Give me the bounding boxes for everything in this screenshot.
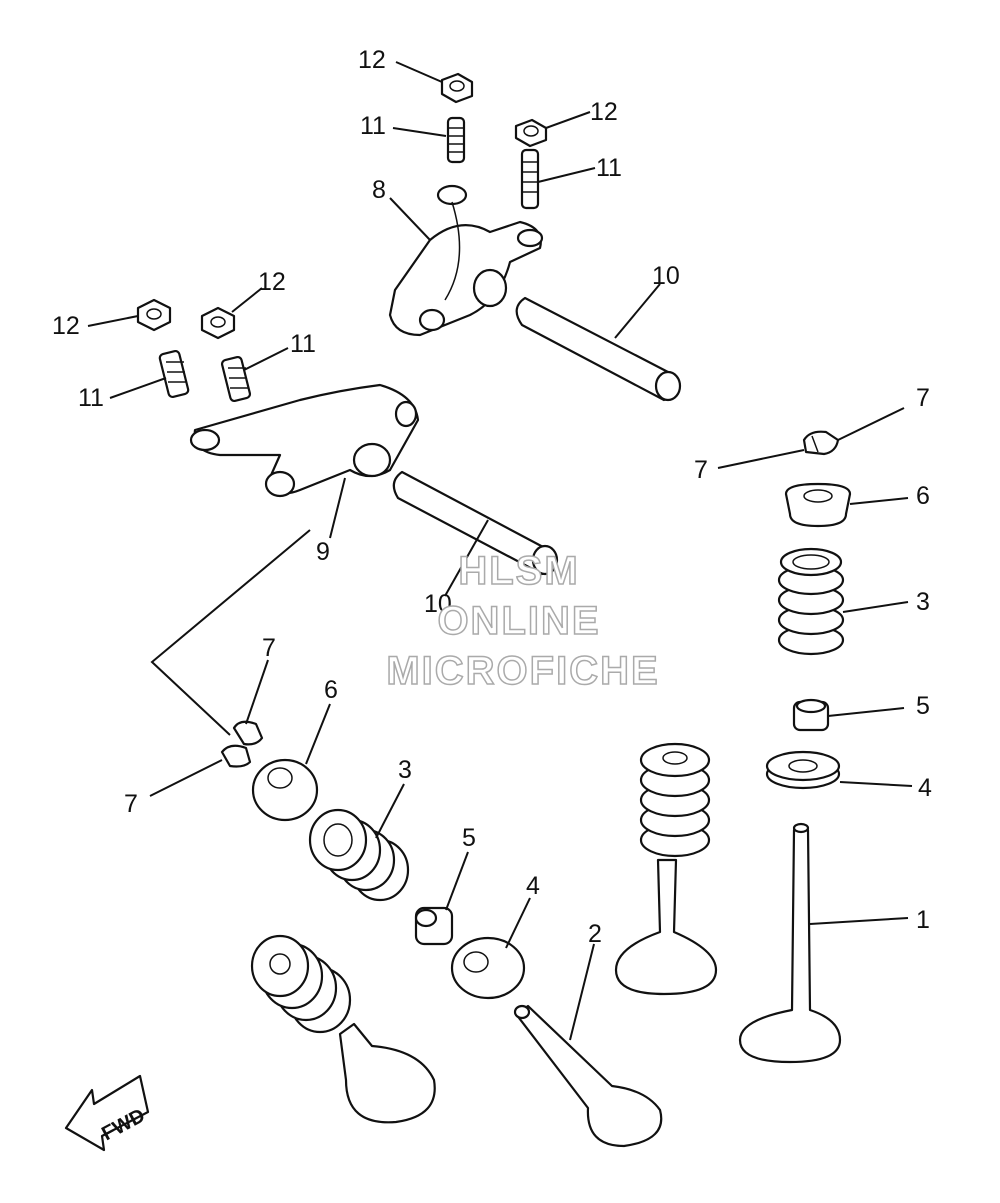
callout-7-right-lower: 7 xyxy=(694,456,708,484)
spring-seat-right xyxy=(765,750,841,790)
callout-6-lower: 6 xyxy=(324,676,338,704)
intake-valve-right xyxy=(738,822,842,1064)
callout-10-upper: 10 xyxy=(652,262,680,290)
locknut-lower-right xyxy=(200,306,236,340)
exhaust-valve-assembly-lower xyxy=(250,934,436,1124)
callout-4-right: 4 xyxy=(918,774,932,802)
watermark-line-3: MICROFICHE xyxy=(386,649,659,693)
callout-6-right: 6 xyxy=(916,482,930,510)
spring-retainer-lower xyxy=(251,758,319,822)
callout-5-right: 5 xyxy=(916,692,930,720)
adjuster-screw-upper-left xyxy=(446,116,466,164)
exhaust-valve-assembly-right xyxy=(614,742,718,996)
rocker-shaft-lower xyxy=(392,470,559,576)
locknut-upper-left xyxy=(440,72,474,104)
callout-labels: 12 11 8 12 11 10 12 12 11 11 9 10 7 7 6 … xyxy=(52,46,932,948)
callout-11-lower-right: 11 xyxy=(290,330,316,358)
rocker-arm-upper xyxy=(388,184,544,337)
valve-stem-seal-right xyxy=(792,698,830,732)
callout-11-lower-left: 11 xyxy=(78,384,104,412)
adjuster-screw-lower-left xyxy=(158,349,190,399)
callout-8: 8 xyxy=(372,176,386,204)
callout-3-right: 3 xyxy=(916,588,930,616)
callout-11-upper-right: 11 xyxy=(596,154,622,182)
callout-3-lower: 3 xyxy=(398,756,412,784)
valve-spring-right xyxy=(777,547,845,656)
spring-seat-lower xyxy=(450,936,526,1000)
callout-7-right-upper: 7 xyxy=(916,384,930,412)
callout-2: 2 xyxy=(588,920,602,948)
callout-7-lower-upper: 7 xyxy=(262,634,276,662)
watermark-line-2: ONLINE xyxy=(437,599,600,643)
watermark-line-1: HLSM xyxy=(458,549,579,593)
callout-11-upper-left: 11 xyxy=(360,112,386,140)
callout-5-lower: 5 xyxy=(462,824,476,852)
callout-12-upper-left: 12 xyxy=(358,46,386,74)
valve-cotter-lower-upper xyxy=(232,720,264,746)
forward-direction-indicator: FWD xyxy=(64,1074,150,1152)
valve-spring-lower xyxy=(308,808,410,902)
callout-9: 9 xyxy=(316,538,330,566)
assembly-guide-line xyxy=(150,529,311,736)
callout-1: 1 xyxy=(916,906,930,934)
callout-12-upper-right: 12 xyxy=(590,98,618,126)
spring-retainer-right xyxy=(784,482,852,528)
rocker-shaft-upper xyxy=(515,296,682,402)
intake-valve-lower xyxy=(513,1004,663,1148)
valve-cotter-lower-lower xyxy=(220,744,252,768)
callout-10-lower: 10 xyxy=(424,590,452,618)
watermark: HLSM ONLINE MICROFICHE xyxy=(386,548,659,694)
callout-12-lower-right: 12 xyxy=(258,268,286,296)
fwd-arrow-icon xyxy=(64,1074,150,1152)
callout-7-lower-lower: 7 xyxy=(124,790,138,818)
locknut-lower-left xyxy=(136,298,172,332)
valve-cotter-right xyxy=(802,430,840,456)
valve-stem-seal-lower xyxy=(414,906,454,946)
leader-lines xyxy=(87,61,913,1041)
callout-12-lower-left: 12 xyxy=(52,312,80,340)
adjuster-screw-upper-right xyxy=(520,148,540,210)
adjuster-screw-lower-right xyxy=(220,355,252,403)
rocker-arm-lower xyxy=(189,383,420,498)
locknut-upper-right xyxy=(514,118,548,148)
callout-4-lower: 4 xyxy=(526,872,540,900)
